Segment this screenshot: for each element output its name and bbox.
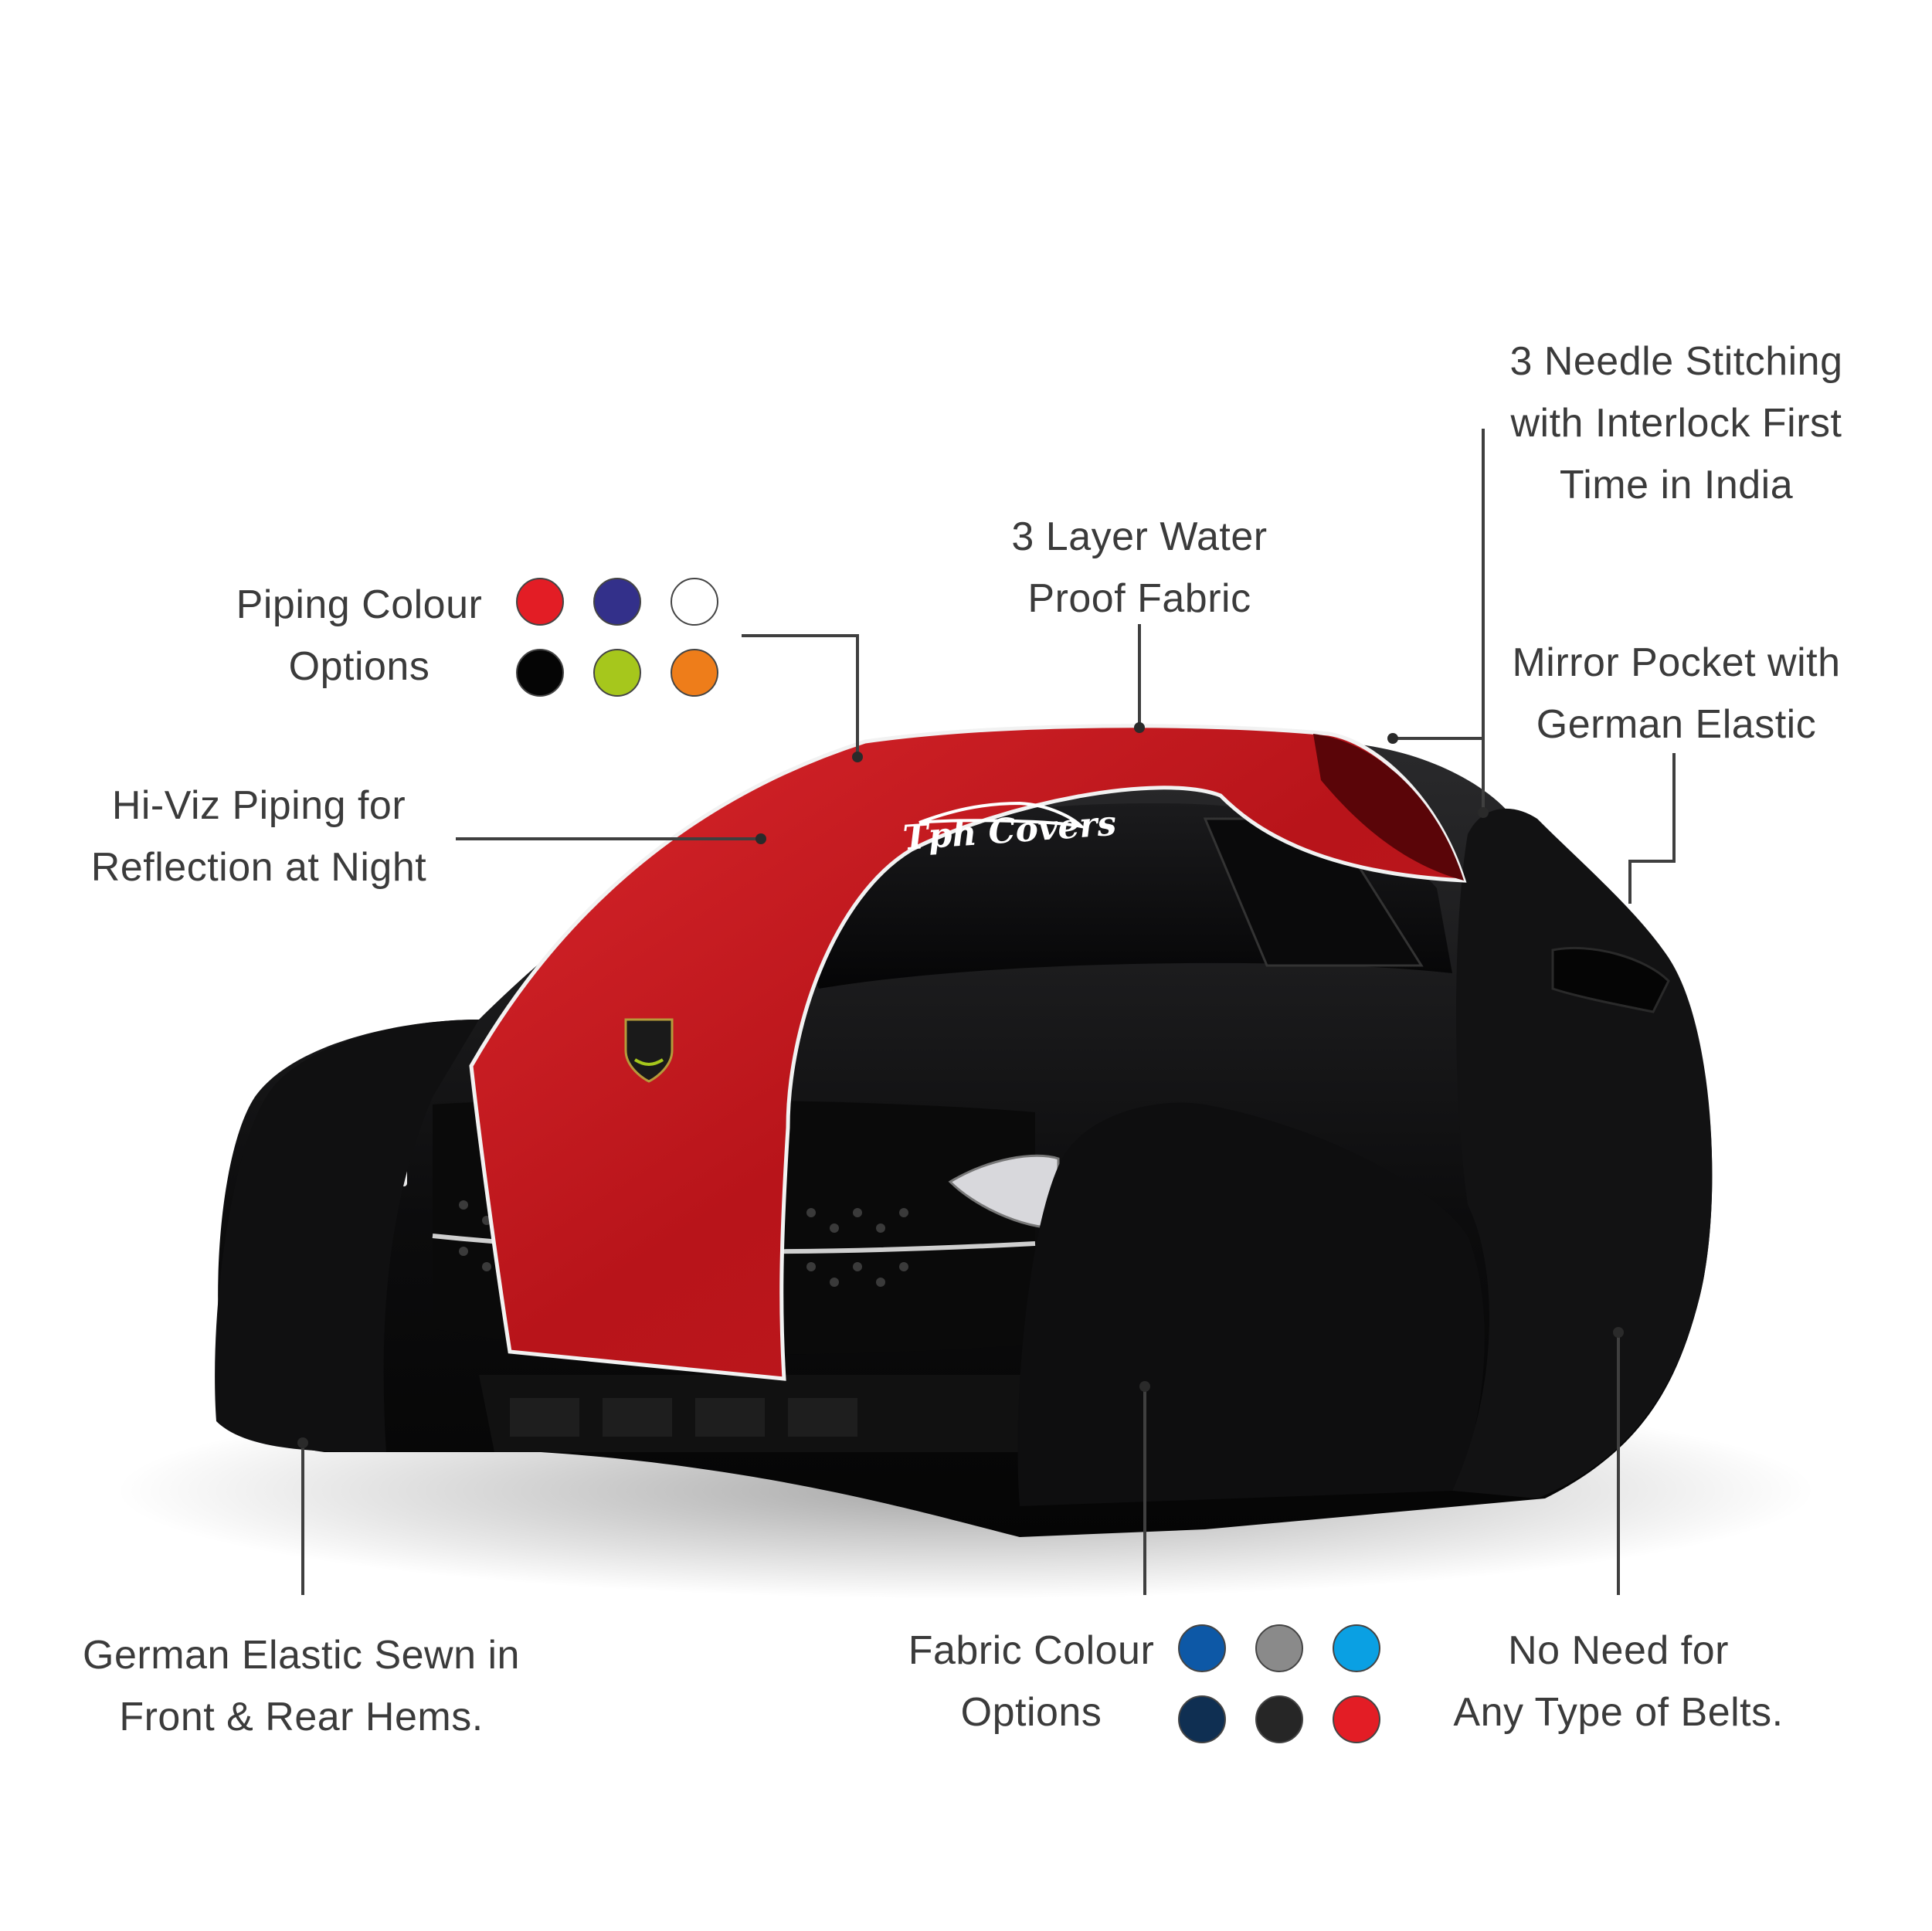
fabric-swatch-sky-blue[interactable] xyxy=(1333,1624,1380,1672)
line-piping-colour xyxy=(742,634,859,755)
label-hi-viz: Hi-Viz Piping for Reflection at Night xyxy=(90,783,427,890)
fabric-swatch-grey[interactable] xyxy=(1255,1624,1303,1672)
fabric-swatch-navy[interactable] xyxy=(1178,1695,1226,1743)
piping-swatch-blue[interactable] xyxy=(593,578,641,626)
fabric-swatch-black[interactable] xyxy=(1255,1695,1303,1743)
brand-emblem xyxy=(624,1018,674,1083)
label-waterproof: 3 Layer Water Proof Fabric xyxy=(1011,514,1268,621)
red-center-panel xyxy=(469,724,1467,1381)
piping-swatch-white[interactable] xyxy=(671,578,718,626)
label-fabric-colour: Fabric Colour Options xyxy=(908,1628,1155,1735)
fabric-colour-swatches xyxy=(1178,1624,1384,1746)
piping-colour-swatches xyxy=(516,578,722,700)
label-no-belts: No Need for Any Type of Belts. xyxy=(1453,1628,1784,1735)
line-stitching xyxy=(1393,429,1485,811)
piping-swatch-lime[interactable] xyxy=(593,649,641,697)
black-cover-front-right xyxy=(1017,1102,1485,1506)
label-mirror-pocket: Mirror Pocket with German Elastic xyxy=(1512,640,1841,747)
piping-swatch-black[interactable] xyxy=(516,649,564,697)
line-mirror-pocket xyxy=(1628,753,1676,904)
label-stitching: 3 Needle Stitching with Interlock First … xyxy=(1509,339,1843,507)
label-piping-colour: Piping Colour Options xyxy=(236,582,483,689)
piping-swatch-orange[interactable] xyxy=(671,649,718,697)
fabric-swatch-red[interactable] xyxy=(1333,1695,1380,1743)
logo-car-outline-icon xyxy=(918,801,1087,830)
fabric-swatch-blue[interactable] xyxy=(1178,1624,1226,1672)
label-german-elastic: German Elastic Sewn in Front & Rear Hems… xyxy=(83,1633,520,1739)
piping-swatch-red[interactable] xyxy=(516,578,564,626)
black-cover-front-left xyxy=(215,1020,479,1452)
mirror-pocket xyxy=(1551,946,1670,1013)
